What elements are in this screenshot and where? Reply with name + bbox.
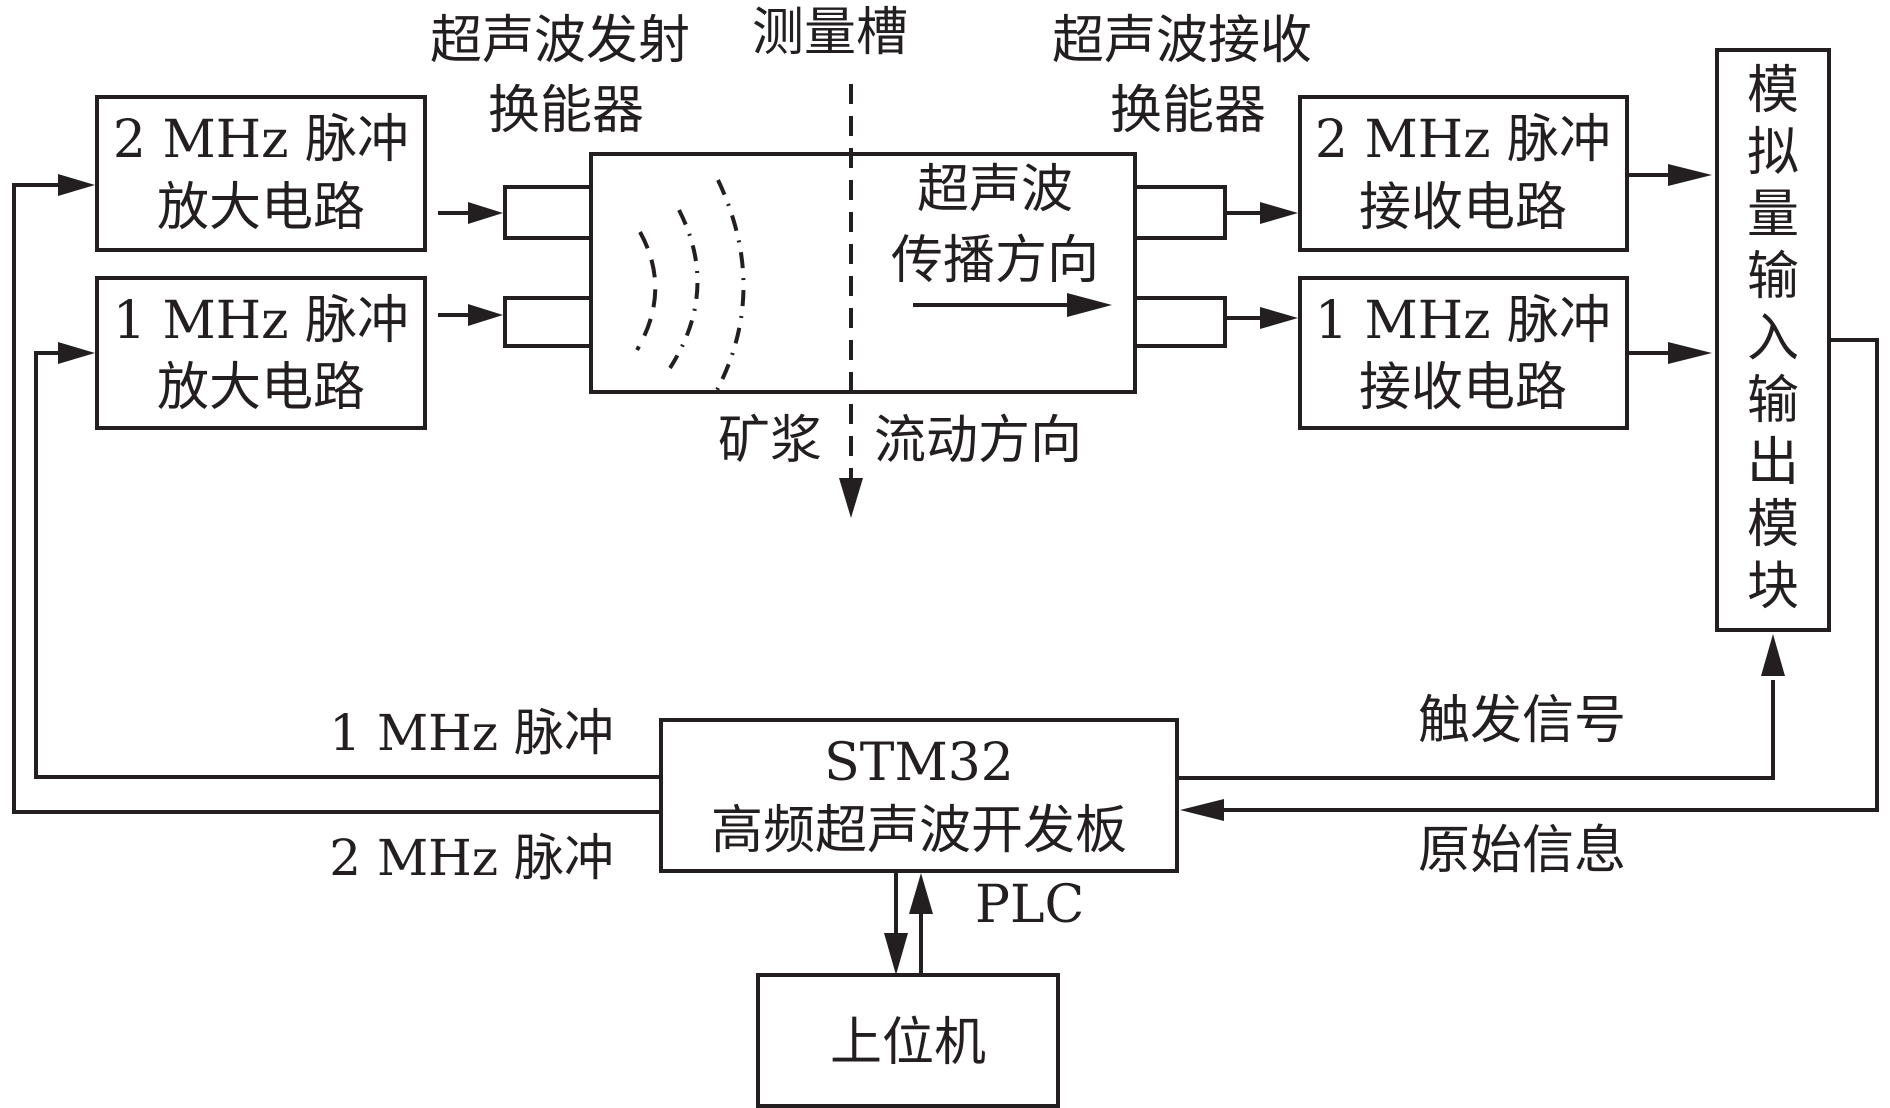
propagation-label-line2: 传播方向 [891,231,1099,291]
measurement-tank [589,152,1137,394]
stm32-line2: 高频超声波开发板 [711,801,1127,861]
arrowhead-icon [58,174,95,196]
stm32-block: STM32 高频超声波开发板 [659,718,1179,873]
arrowhead-icon [909,873,933,914]
trigger-line [1177,680,1775,780]
flow-arrowhead-icon [839,478,863,518]
amp-1mhz-block: 1 MHz 脉冲 放大电路 [95,276,427,430]
wavefront-icon [635,231,658,352]
pulse-1mhz-line [34,351,661,779]
pulse-2mhz-label: 2 MHz 脉冲 [329,829,614,887]
wavefront-icon [714,179,746,393]
arrowhead-icon [468,304,503,326]
arrowhead-icon [58,342,95,364]
arrowhead-icon [1260,307,1298,329]
recv-1mhz-block: 1 MHz 脉冲 接收电路 [1298,276,1629,430]
arrowhead-icon [1260,202,1298,224]
stm32-line1: STM32 [824,733,1014,793]
trigger-label: 触发信号 [1418,691,1626,751]
tx-transducer-label-line2: 换能器 [488,81,644,141]
io-module-char: 输 [1747,247,1799,307]
amp-2mhz-line2: 放大电路 [157,178,365,238]
io-module-char: 出 [1747,433,1799,493]
flow-label-right: 流动方向 [874,411,1082,471]
arrowhead-icon [1668,164,1712,186]
io-module-char: 模 [1747,495,1799,555]
tx-transducer-1mhz [503,296,593,348]
rx-transducer-1mhz [1133,296,1227,348]
io-module-char: 入 [1747,309,1799,369]
io-module-char: 拟 [1747,123,1799,183]
io-module-block: 模 拟 量 输 入 输 出 模 块 [1715,48,1831,632]
io-module-char: 模 [1747,61,1799,121]
host-label: 上位机 [830,1013,986,1073]
arrowhead-icon [1180,799,1224,821]
amp-2mhz-line1: 2 MHz 脉冲 [113,110,409,170]
amp-1mhz-line2: 放大电路 [157,358,365,418]
amp-2mhz-block: 2 MHz 脉冲 放大电路 [95,95,427,252]
pulse-2mhz-line [12,183,661,814]
tx-transducer-label-line1: 超声波发射 [430,11,690,71]
arrowhead-icon [884,933,908,975]
arrowhead-icon [1761,634,1785,676]
raw-info-line [1222,338,1879,812]
tank-label: 测量槽 [752,3,908,63]
pulse-1mhz-label: 1 MHz 脉冲 [329,704,614,762]
recv-2mhz-line2: 接收电路 [1359,178,1567,238]
host-block: 上位机 [756,973,1060,1108]
arrowhead-icon [1067,293,1112,317]
tx-transducer-2mhz [503,185,593,240]
recv-1mhz-line2: 接收电路 [1359,358,1567,418]
io-module-char: 输 [1747,371,1799,431]
rx-transducer-label-line2: 换能器 [1110,81,1266,141]
flow-label-left: 矿浆 [718,411,822,471]
recv-2mhz-line1: 2 MHz 脉冲 [1315,110,1611,170]
rx-transducer-2mhz [1133,185,1227,240]
raw-info-label: 原始信息 [1418,821,1626,881]
rx-transducer-label-line1: 超声波接收 [1052,11,1312,71]
wavefront-icon [668,209,700,370]
arrowhead-icon [468,202,503,224]
amp-1mhz-line1: 1 MHz 脉冲 [113,291,409,351]
recv-1mhz-line1: 1 MHz 脉冲 [1315,291,1611,351]
plc-label: PLC [975,875,1084,935]
propagation-label-line1: 超声波 [917,160,1073,220]
arrowhead-icon [1668,342,1712,364]
io-module-char: 块 [1747,557,1799,617]
recv-2mhz-block: 2 MHz 脉冲 接收电路 [1298,95,1629,252]
io-module-char: 量 [1747,185,1799,245]
